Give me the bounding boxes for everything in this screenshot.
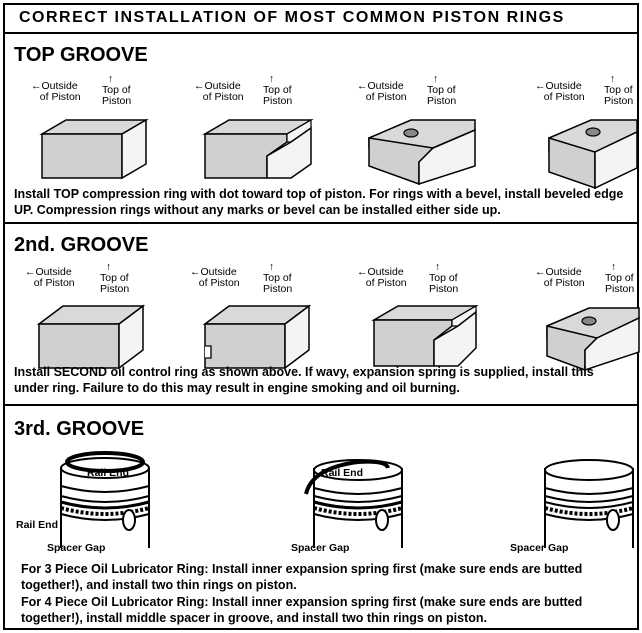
spacer-gap-label: Spacer Gap <box>47 542 106 554</box>
outside-label: ←Outside of Piston <box>357 266 407 289</box>
third-groove-heading: 3rd. GROOVE <box>14 418 145 440</box>
spacer-gap-label: Spacer Gap <box>510 542 569 554</box>
top-groove-instructions: Install TOP compression ring with dot to… <box>14 187 624 217</box>
piston-spacer-diagram <box>544 459 634 548</box>
second-groove-instructions: Install SECOND oil control ring as shown… <box>14 365 594 395</box>
spacer-gap-label: Spacer Gap <box>291 542 350 554</box>
ring-block-dot <box>548 119 638 190</box>
ring-block-dot-bevel <box>546 307 640 372</box>
outside-label: ←Outside of Piston <box>31 80 81 103</box>
third-groove-section: 3rd. GROOVE Rail End Rail End Spacer Gap <box>5 406 637 630</box>
third-groove-4piece-text: For 4 Piece Oil Lubricator Ring: Install… <box>21 595 583 625</box>
ring-block-plain <box>39 118 149 180</box>
piston-4piece-diagram <box>304 459 403 548</box>
diagram-frame: CORRECT INSTALLATION OF MOST COMMON PIST… <box>3 3 640 630</box>
top-groove-heading: TOP GROOVE <box>14 44 148 66</box>
ring-block-bevel <box>202 118 314 179</box>
third-groove-3piece-text: For 3 Piece Oil Lubricator Ring: Install… <box>21 562 583 592</box>
title-banner: CORRECT INSTALLATION OF MOST COMMON PIST… <box>5 5 637 34</box>
rail-end-label: Rail End <box>87 467 130 479</box>
ring-block-bevel <box>371 304 479 367</box>
page-title: CORRECT INSTALLATION OF MOST COMMON PIST… <box>19 9 565 26</box>
ring-block-dot-bevel <box>368 119 476 186</box>
ring-block-plain <box>36 304 146 370</box>
outside-label: ←Outside of Piston <box>535 266 585 289</box>
outside-label: ←Outside of Piston <box>25 266 75 289</box>
outside-label: ←Outside of Piston <box>194 80 244 103</box>
piston-3piece-diagram <box>60 451 150 548</box>
ring-block-notched <box>202 304 312 370</box>
second-groove-heading: 2nd. GROOVE <box>14 234 149 256</box>
rail-end-label: Rail End <box>321 467 364 479</box>
outside-label: ←Outside of Piston <box>535 80 585 103</box>
outside-label: ←Outside of Piston <box>357 80 407 103</box>
outside-label: ←Outside of Piston <box>190 266 240 289</box>
rail-end-label: Rail End <box>16 519 59 531</box>
